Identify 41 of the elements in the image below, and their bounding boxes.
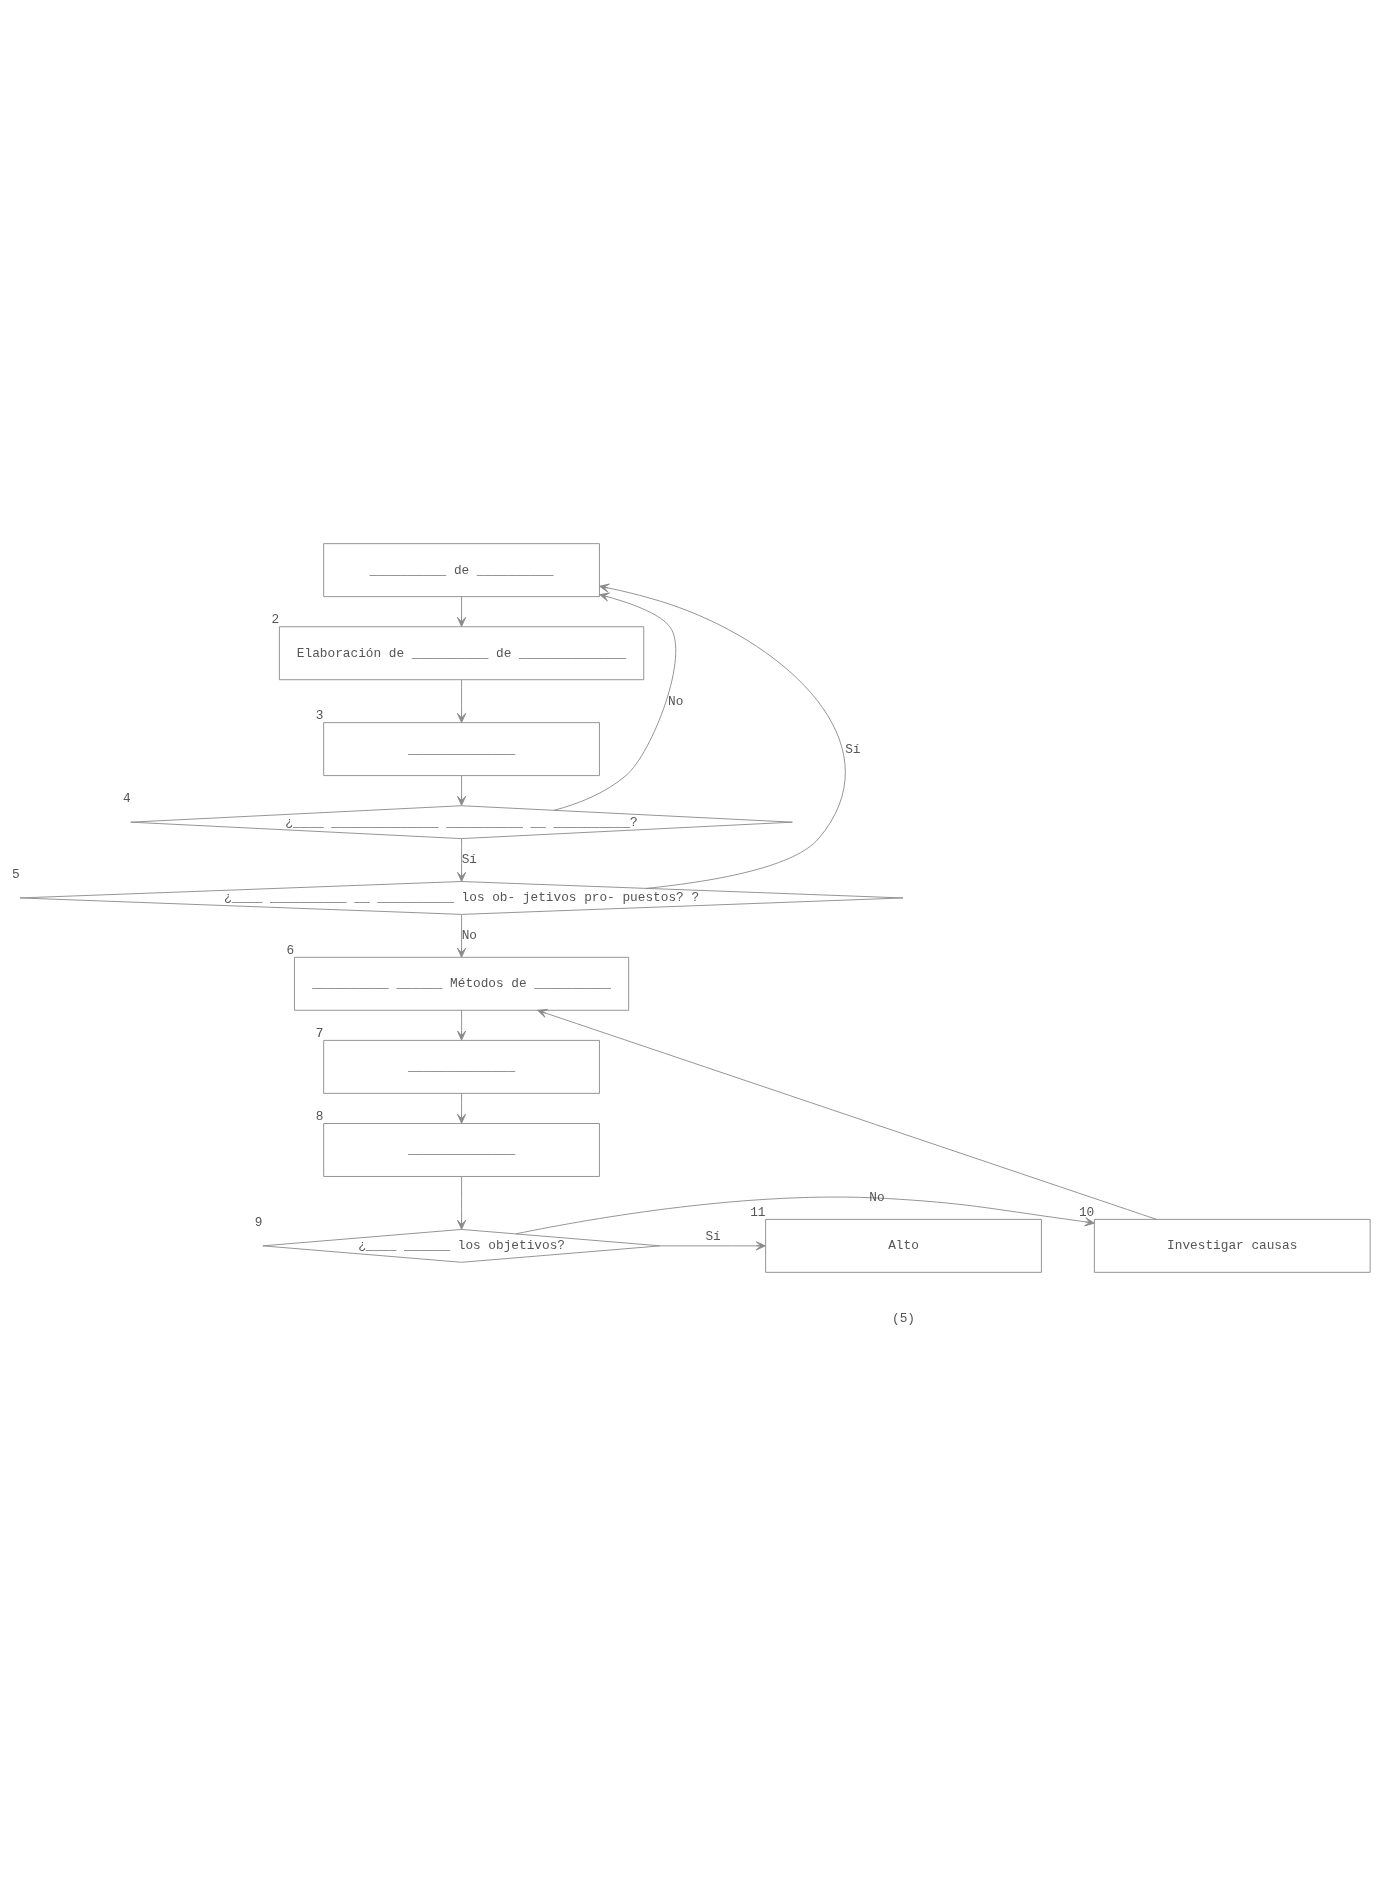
arrow — [457, 678, 467, 723]
node-diamond: ¿____ __________ __ __________ los ob- jetivos pro- puestos? ? — [19, 880, 904, 915]
arrow — [537, 1008, 1157, 1220]
node-box: ______________ — [323, 1122, 600, 1177]
node-label: 4 — [122, 790, 131, 806]
arrow — [457, 595, 467, 627]
arrow — [660, 1240, 766, 1250]
edge-label: Sí — [705, 1228, 721, 1244]
node-box: ______________ — [323, 721, 600, 776]
node-label: 11 — [750, 1204, 766, 1220]
node-box: Elaboración de __________ de ______________ — [278, 625, 645, 680]
node-label: 8 — [315, 1108, 324, 1124]
arrow — [457, 913, 467, 958]
arrow — [599, 583, 846, 889]
edge-label: No — [461, 927, 477, 943]
label: (5) — [892, 1310, 916, 1326]
edge-label: No — [668, 693, 684, 709]
arrow — [457, 1092, 467, 1124]
node-label: 6 — [286, 942, 295, 958]
edge-label: No — [869, 1189, 885, 1205]
node-label: 9 — [254, 1214, 263, 1230]
arrow — [457, 774, 467, 806]
arrow — [553, 592, 677, 811]
node-label: 7 — [315, 1025, 324, 1041]
node-label: 2 — [271, 611, 280, 627]
node-box: ______________ — [323, 1039, 600, 1094]
arrow — [515, 1196, 1095, 1234]
arrow — [457, 1009, 467, 1041]
node-diamond: ¿____ ______________ __________ __ __________? — [130, 804, 793, 839]
arrow — [457, 837, 467, 882]
edge-label: Sí — [845, 740, 861, 756]
arrow — [457, 1175, 467, 1230]
node-box: __________ de __________ — [323, 542, 600, 597]
node-label: 5 — [12, 866, 20, 882]
node-box: Alto — [765, 1218, 1042, 1273]
node-diamond: ¿____ ______ los objetivos? — [262, 1228, 661, 1263]
node-box: Investigar causas — [1093, 1218, 1371, 1273]
edge-label: Sí — [461, 851, 477, 867]
node-label: 3 — [315, 707, 324, 723]
node-box: __________ ______ Métodos de __________ — [294, 956, 630, 1011]
node-label: 10 — [1078, 1204, 1095, 1220]
